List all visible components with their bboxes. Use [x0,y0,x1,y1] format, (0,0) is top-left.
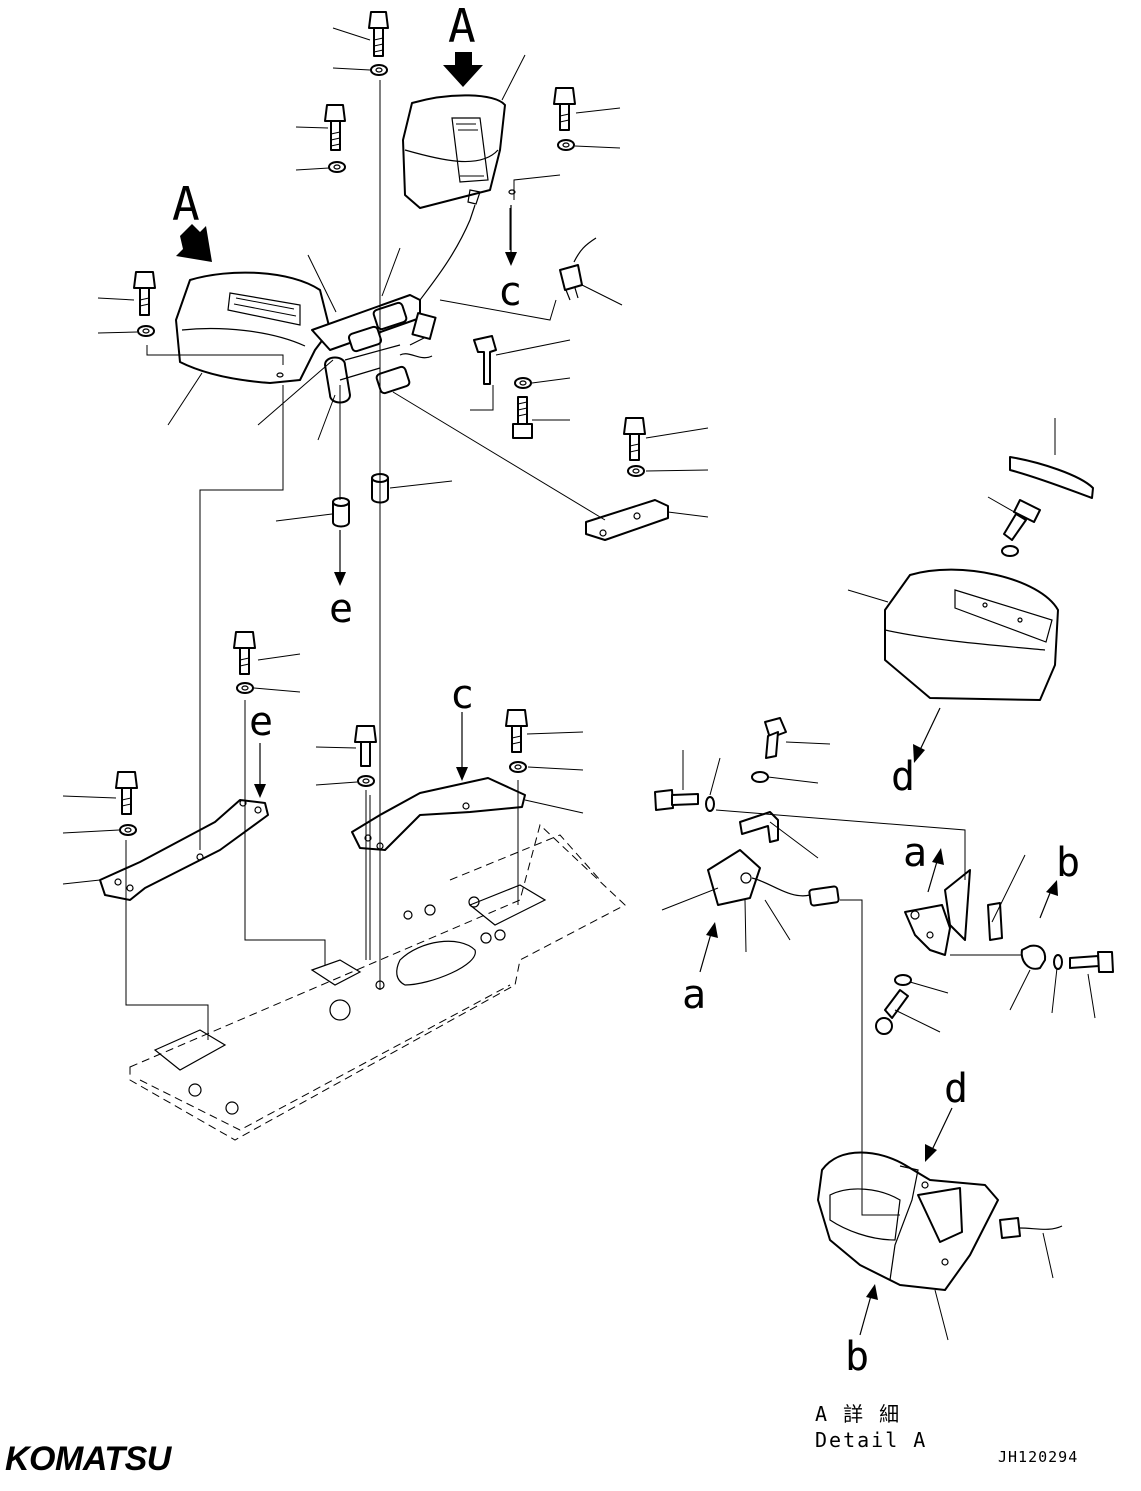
caption-english: Detail A [815,1428,927,1452]
bracket-lower-left [99,799,269,901]
bolt-switch-top [764,717,787,759]
view-arrow-top [443,52,483,87]
top-cover [402,94,516,209]
console-assembly [817,1151,1063,1291]
left-cover [175,271,331,384]
bolt-right-cover [1003,499,1041,541]
brand-logo: KOMATSU [5,1440,173,1478]
view-label-top: A [448,0,476,53]
washer-right-cover [1001,545,1019,557]
washer-top-right [557,139,575,151]
callout-e-bottom: e [249,699,273,745]
washer-bracket-e [236,682,254,694]
callout-c-top: c [498,269,522,315]
washer-bracket-c-left [357,775,375,787]
bolt-left-cover [133,271,156,316]
caption-japanese: A 詳 細 [815,1402,901,1426]
callout-d-console: d [944,1066,968,1112]
washer-top-center [370,64,388,76]
callout-b-latch: b [1056,840,1080,886]
washer-latch [894,974,912,986]
frame [129,824,626,1141]
top-trim [1009,456,1094,499]
washer-plate [627,465,645,477]
bolt-lower-left [115,771,138,815]
callout-a-latch: a [903,830,927,876]
spacer-left [332,497,350,528]
callout-c-bottom: c [450,672,474,718]
bolt-bracket-e [233,631,256,675]
view-arrow-left [176,224,212,262]
switch-bracket [739,811,779,843]
drawing-number: JH120294 [998,1448,1078,1466]
harness-assembly [311,204,476,404]
bolt-plate [623,417,646,461]
right-cover [884,568,1059,701]
bolt-top-center [368,11,389,57]
callout-e-top: e [329,586,353,632]
bolt-upper-left [324,104,346,151]
leader-lines [62,27,1096,1341]
bolt-top-right [553,87,576,131]
hex-bolt-center [512,396,533,439]
washer-lower-left [119,824,137,836]
flat-plate [585,499,669,541]
view-label-left: A [172,177,200,231]
washer-switch [751,771,769,783]
bolt-latch-right [1069,951,1114,973]
small-bracket [473,335,497,385]
washer-bracket-c-right [509,761,527,773]
washer-left-cover [137,325,155,337]
bolt-bracket-c-left [354,725,377,767]
switch-body [707,849,840,907]
washer-center [514,377,532,389]
latch-assembly [904,869,1003,956]
callout-d-right-cover: d [891,754,915,800]
wire-connector [559,237,597,301]
callout-a-switch: a [682,972,706,1018]
bracket-c [351,777,526,851]
washer-upper-left [328,161,346,173]
bolt-latch-lower [875,989,909,1035]
spacer-latch [1020,944,1063,970]
callout-b-console: b [845,1334,869,1380]
bolt-switch-left [654,789,715,812]
bolt-bracket-c-right [505,709,528,753]
